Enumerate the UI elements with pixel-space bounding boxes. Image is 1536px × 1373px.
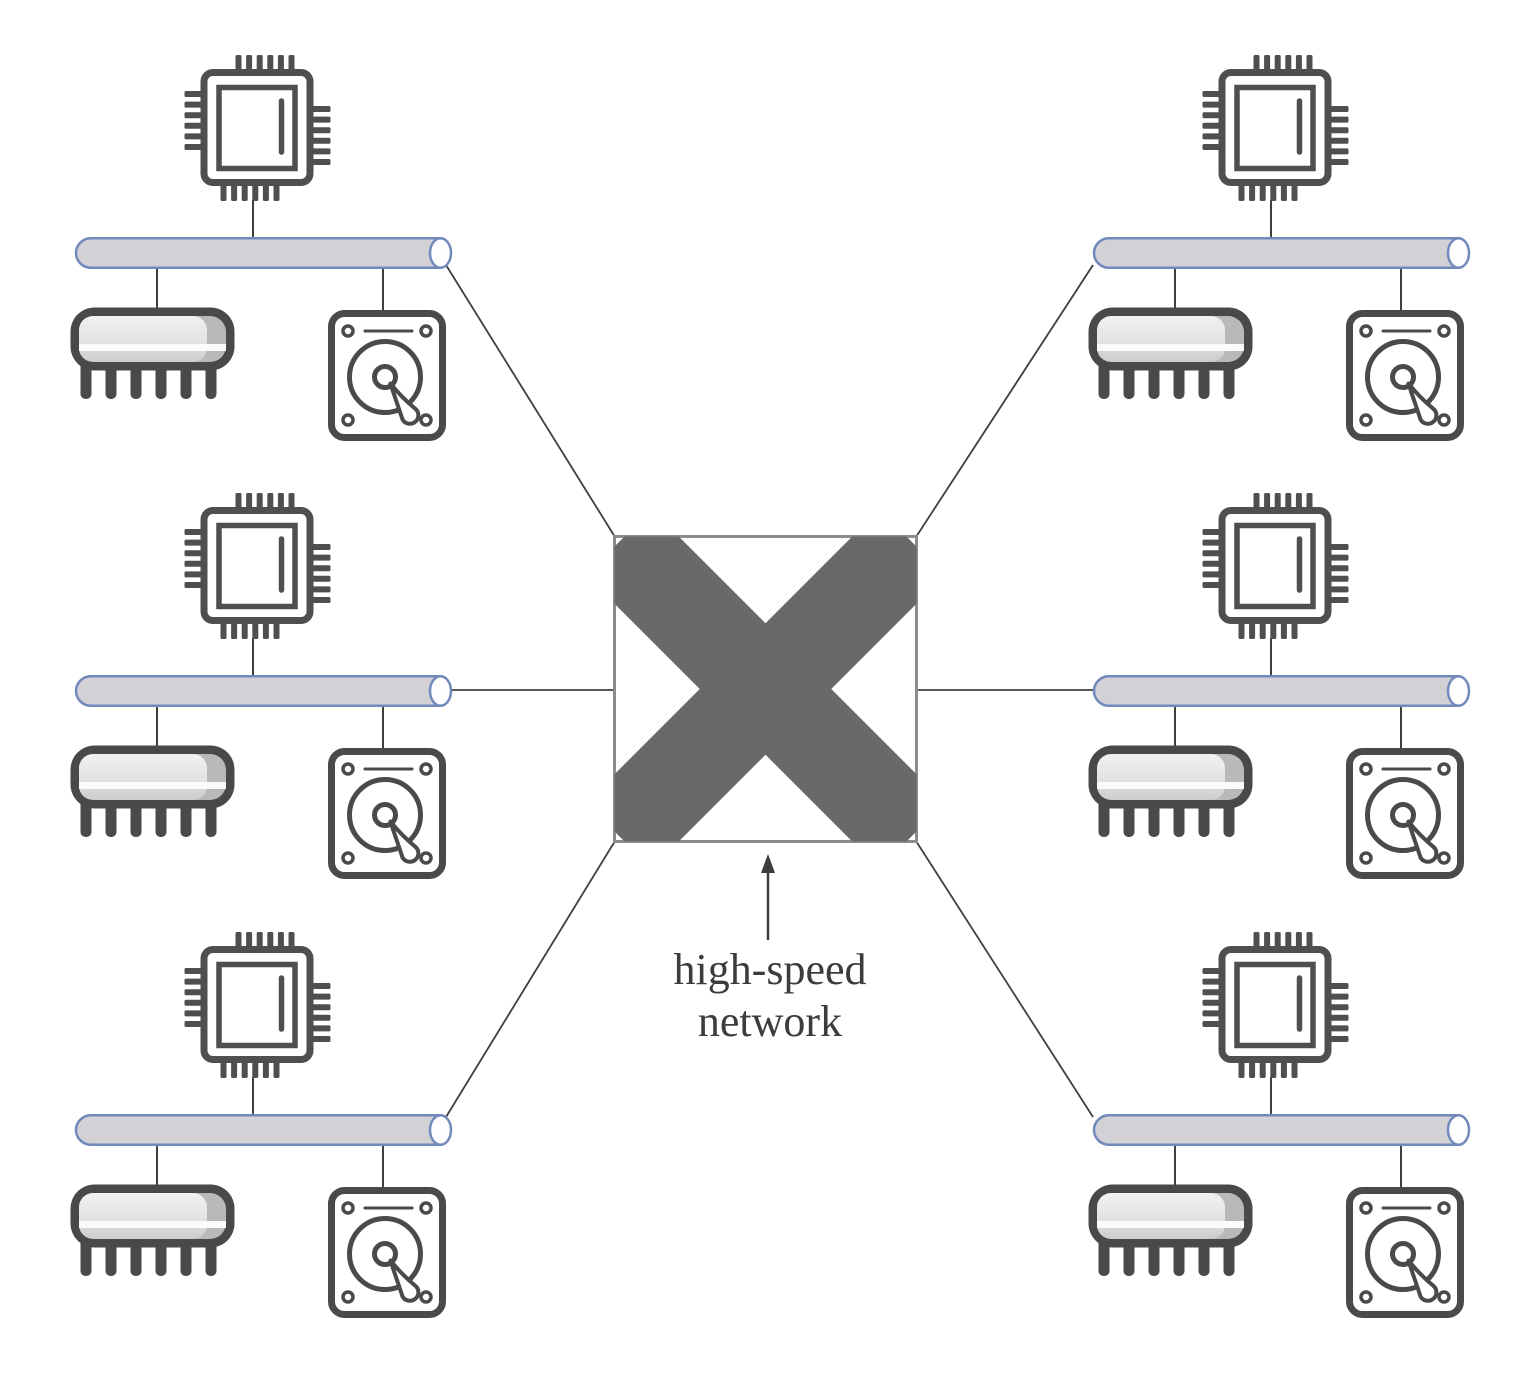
node-cluster-top-right: [1089, 55, 1470, 438]
switch-annotation: high-speed network: [673, 854, 867, 1046]
node-cluster-bottom-left: [71, 932, 452, 1315]
node-cluster-middle-right: [1089, 493, 1470, 876]
switch-label-line2: network: [698, 997, 842, 1046]
node-cluster-bottom-right: [1089, 932, 1470, 1315]
connector-line: [445, 264, 616, 538]
crossbar-x-icon: [614, 536, 917, 842]
connector-line: [915, 840, 1094, 1118]
connector-line: [445, 840, 616, 1118]
arrow-head-icon: [761, 854, 775, 873]
node-cluster-top-left: [71, 55, 452, 438]
network-switch: [613, 535, 918, 843]
network-links: [445, 264, 1094, 1118]
switch-label-line1: high-speed: [673, 945, 866, 994]
node-cluster-middle-left: [71, 493, 452, 876]
connector-line: [915, 264, 1094, 538]
